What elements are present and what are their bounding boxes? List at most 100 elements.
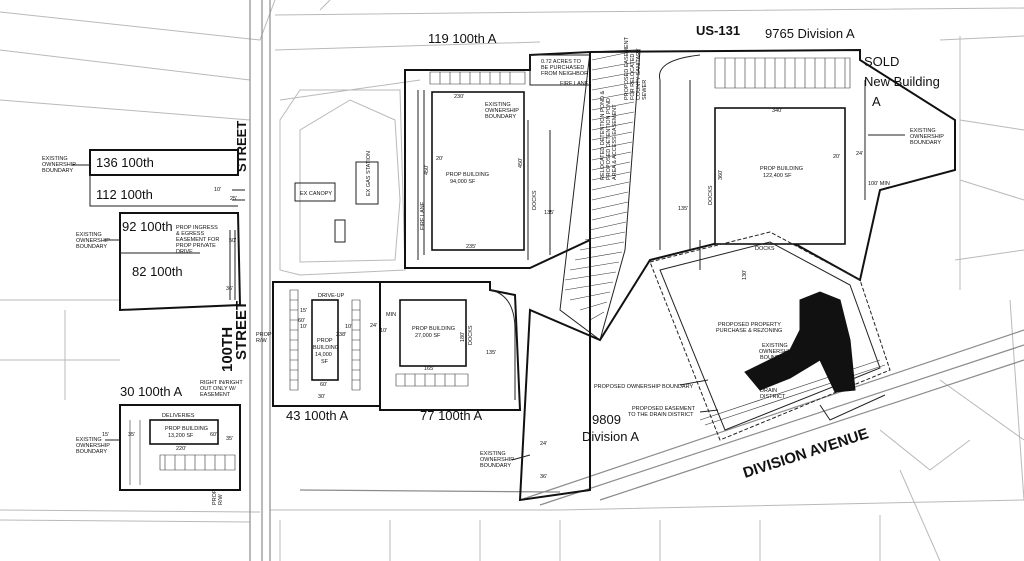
svg-text:EXISTING: EXISTING xyxy=(76,232,102,238)
division-avenue-label: DIVISION AVENUE xyxy=(741,425,871,482)
detention-pond-area: RELOCATED DETENTION POND & PROPOSED DETE… xyxy=(559,36,648,341)
svg-text:PROP INGRESS: PROP INGRESS xyxy=(176,225,218,231)
svg-text:0.72 ACRES TO: 0.72 ACRES TO xyxy=(541,59,582,65)
building-13200-label-2: 13,200 SF xyxy=(168,433,194,439)
svg-text:MIN: MIN xyxy=(386,312,396,318)
svg-text:OWNERSHIP: OWNERSHIP xyxy=(76,443,110,449)
svg-text:BOUNDARY: BOUNDARY xyxy=(76,244,107,250)
svg-text:24': 24' xyxy=(370,323,377,329)
svg-text:EXISTING: EXISTING xyxy=(762,343,788,349)
svg-text:DRAIN: DRAIN xyxy=(760,388,777,394)
svg-text:36': 36' xyxy=(540,474,547,480)
svg-text:165': 165' xyxy=(424,366,434,372)
parcel-92: 92 100th xyxy=(122,219,173,234)
svg-text:& EGRESS: & EGRESS xyxy=(176,231,204,237)
svg-text:PROP: PROP xyxy=(256,332,272,338)
svg-text:15': 15' xyxy=(300,308,307,314)
svg-text:EASEMENT FOR: EASEMENT FOR xyxy=(176,237,219,243)
parcel-9765-group: PROP BUILDING 122,400 SF 340' 360' 135' … xyxy=(518,48,956,502)
svg-text:135': 135' xyxy=(486,350,496,356)
street-label-street: STREET xyxy=(233,301,250,360)
svg-text:60': 60' xyxy=(320,382,327,388)
svg-text:COUNTY SANITARY: COUNTY SANITARY xyxy=(636,48,642,100)
svg-text:OWNERSHIP: OWNERSHIP xyxy=(910,134,944,140)
svg-text:PROP PRIVATE: PROP PRIVATE xyxy=(176,243,216,249)
svg-text:10': 10' xyxy=(300,324,307,330)
svg-text:PROP BUILDING: PROP BUILDING xyxy=(412,326,455,332)
svg-text:DOCKS: DOCKS xyxy=(708,185,714,205)
svg-text:25': 25' xyxy=(230,196,237,202)
svg-text:450': 450' xyxy=(518,158,524,168)
svg-text:DOCKS: DOCKS xyxy=(468,325,474,345)
svg-text:PROPOSED PROPERTY: PROPOSED PROPERTY xyxy=(718,322,781,328)
sold-label-2: New Building xyxy=(864,74,940,89)
ex-canopy-label: EX CANOPY xyxy=(300,191,332,197)
proposed-purchase-area: PROPOSED PROPERTY PURCHASE & REZONING EX… xyxy=(594,231,891,441)
svg-text:BUILDING: BUILDING xyxy=(313,345,339,351)
svg-text:10': 10' xyxy=(345,324,352,330)
svg-text:BOUNDARY: BOUNDARY xyxy=(42,168,73,174)
svg-text:OWNERSHIP: OWNERSHIP xyxy=(76,238,110,244)
svg-text:BOUNDARY: BOUNDARY xyxy=(485,114,516,120)
svg-text:OWNERSHIP: OWNERSHIP xyxy=(42,162,76,168)
parcel-30-group: DELIVERIES PROP BUILDING 13,200 SF 220' … xyxy=(102,404,241,491)
svg-text:EXISTING: EXISTING xyxy=(480,451,506,457)
svg-text:135': 135' xyxy=(678,206,688,212)
svg-text:PROPOSED EASEMENT: PROPOSED EASEMENT xyxy=(624,36,630,100)
svg-text:24': 24' xyxy=(856,151,863,157)
svg-text:122,400 SF: 122,400 SF xyxy=(763,173,792,179)
left-boundary-notes: EXISTING OWNERSHIP BOUNDARY EXISTING OWN… xyxy=(42,156,237,455)
svg-text:DRIVE: DRIVE xyxy=(176,249,193,255)
svg-text:235': 235' xyxy=(466,244,476,250)
svg-text:OWNERSHIP: OWNERSHIP xyxy=(759,349,793,355)
svg-text:15': 15' xyxy=(102,432,109,438)
street-label-100th: 100TH xyxy=(219,327,236,372)
svg-text:PROPOSED DETENTION POND: PROPOSED DETENTION POND xyxy=(606,98,612,180)
parcel-119: 119 100th A xyxy=(428,31,497,46)
svg-text:PROP: PROP xyxy=(317,338,333,344)
svg-text:130': 130' xyxy=(742,270,748,280)
svg-text:SEWER: SEWER xyxy=(642,80,648,100)
building-13200-label-1: PROP BUILDING xyxy=(165,426,208,432)
svg-text:35': 35' xyxy=(226,436,233,442)
svg-text:450': 450' xyxy=(424,165,430,175)
svg-text:DOCKS: DOCKS xyxy=(755,246,775,252)
parcel-43: 43 100th A xyxy=(286,408,348,423)
deliveries-label: DELIVERIES xyxy=(162,413,195,419)
sold-label-3: A xyxy=(872,94,881,109)
parcel-30: 30 100th A xyxy=(120,384,182,399)
existing-building xyxy=(744,291,856,393)
svg-text:FIRE LANE: FIRE LANE xyxy=(420,201,426,230)
svg-text:BOUNDARY: BOUNDARY xyxy=(480,463,511,469)
svg-text:220': 220' xyxy=(176,446,186,452)
parcel-9809-2: Division A xyxy=(582,429,639,444)
svg-text:SF: SF xyxy=(321,359,329,365)
svg-text:EXISTING: EXISTING xyxy=(76,437,102,443)
svg-text:DRIVE-UP: DRIVE-UP xyxy=(318,293,345,299)
svg-text:R/W: R/W xyxy=(218,494,224,506)
svg-text:35': 35' xyxy=(128,432,135,438)
parcel-77: 77 100th A xyxy=(420,408,482,423)
svg-text:FOR RELOCATED: FOR RELOCATED xyxy=(630,54,636,100)
100th-street xyxy=(249,0,271,561)
svg-text:EXISTING: EXISTING xyxy=(42,156,68,162)
svg-text:340': 340' xyxy=(772,108,782,114)
svg-text:DISTRICT: DISTRICT xyxy=(760,394,786,400)
svg-text:36': 36' xyxy=(226,286,233,292)
svg-text:FROM NEIGHBOR: FROM NEIGHBOR xyxy=(541,71,588,77)
svg-text:14,000: 14,000 xyxy=(315,352,332,358)
parcel-9765: 9765 Division A xyxy=(765,26,855,41)
svg-text:EXISTING: EXISTING xyxy=(910,128,936,134)
parcel-82: 82 100th xyxy=(132,264,183,279)
svg-text:OWNERSHIP: OWNERSHIP xyxy=(485,108,519,114)
us131-label: US-131 xyxy=(696,23,740,38)
parcel-77-group: PROP BUILDING 27,000 SF 165' 180' 135' D… xyxy=(370,281,522,411)
svg-text:EXISTING: EXISTING xyxy=(485,102,511,108)
bottom-boundary-note: EXISTING OWNERSHIP BOUNDARY 24' 36' xyxy=(480,441,547,480)
sold-label-1: SOLD xyxy=(864,54,899,69)
svg-text:OWNERSHIP: OWNERSHIP xyxy=(480,457,514,463)
street-label-100th-top: STREET xyxy=(234,121,249,172)
ex-gas-label: EX GAS STATION xyxy=(366,151,372,196)
